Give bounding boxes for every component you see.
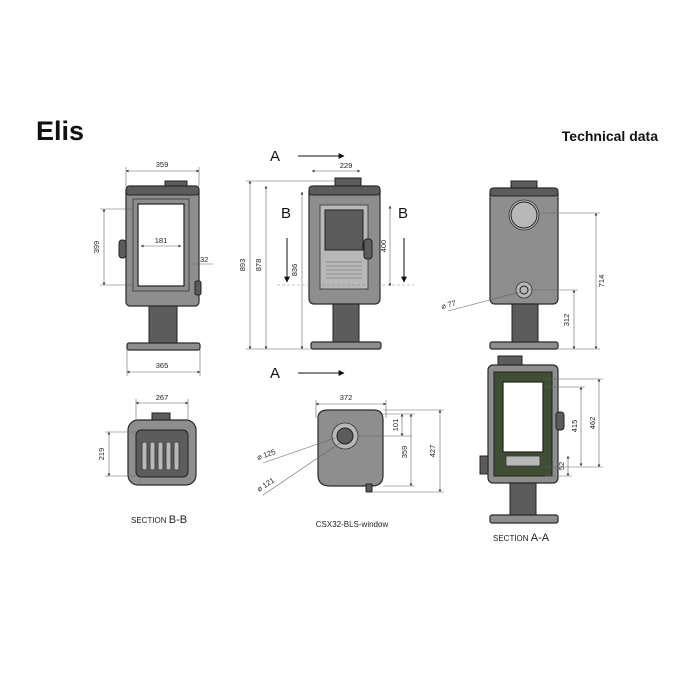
back-top: [489, 187, 559, 197]
dim-door-height: 399: [92, 241, 101, 254]
side-firebox: [324, 209, 364, 251]
caption-section-aa: SECTION A-A: [493, 532, 550, 544]
base-plate: [126, 342, 201, 351]
top-control: [365, 483, 373, 493]
aa-grate: [505, 455, 541, 467]
dim-base-width: 365: [156, 361, 169, 370]
aa-pedestal: [509, 482, 537, 518]
dim-flue-diameter-121: ⌀ 121: [255, 476, 276, 494]
dim-top-depth-427: 427: [428, 445, 437, 458]
bb-grate: [141, 441, 180, 471]
caption-section-bb: SECTION B-B: [131, 514, 187, 526]
dim-top-offset-101: 101: [391, 419, 400, 432]
aa-air-inlet: [479, 455, 489, 475]
dim-back-height: 714: [597, 275, 606, 288]
door-glass: [137, 203, 185, 287]
back-flue-outlet: [508, 199, 540, 231]
dim-height-878: 878: [254, 259, 263, 272]
back-base-plate: [489, 341, 559, 350]
dim-aa-height-52: 52: [557, 462, 566, 470]
dim-aa-height-415: 415: [570, 420, 579, 433]
marker-b-left: B: [281, 205, 291, 222]
side-grill: [326, 261, 362, 279]
dim-inlet-diameter: ⌀ 77: [440, 298, 457, 311]
back-pedestal: [511, 303, 539, 345]
pedestal: [148, 305, 178, 345]
front-view: 359 399 181 32 365: [92, 160, 213, 376]
dim-top-width: 372: [340, 393, 353, 402]
door-frame: [132, 198, 190, 292]
marker-a-top: A: [270, 148, 280, 165]
dim-height-400: 400: [379, 240, 388, 253]
side-handle-icon: [363, 238, 373, 260]
back-air-inlet: [515, 281, 533, 299]
dim-height-836: 836: [290, 264, 299, 277]
door-handle-icon: [118, 239, 127, 259]
marker-a-bottom: A: [270, 365, 280, 382]
marker-b-right: B: [398, 205, 408, 222]
side-view: A 229 B B 893 878 836 400: [238, 148, 414, 350]
top-flue-inner: [336, 427, 354, 445]
back-air-inlet-ring: [519, 285, 529, 295]
section-aa-view: 462 415 52 SECTION A-A: [479, 355, 603, 544]
dim-aa-height-462: 462: [588, 417, 597, 430]
side-pedestal: [332, 303, 360, 345]
top-view: A 372 101 359 427 ⌀ 125 ⌀ 121 CSX32-BLS-…: [255, 365, 444, 529]
dim-bb-width: 267: [156, 393, 169, 402]
section-bb-view: 267 219 SECTION B-B: [97, 393, 197, 526]
aa-window: [502, 381, 544, 453]
dim-back-inlet-height: 312: [562, 314, 571, 327]
stove-top: [125, 185, 200, 196]
aa-handle-icon: [555, 411, 565, 431]
back-flue-ring: [510, 201, 538, 229]
dim-glass-width: 181: [155, 236, 168, 245]
dim-bb-depth: 219: [97, 448, 106, 461]
caption-top-view: CSX32-BLS-window: [316, 520, 389, 529]
dim-flue-diameter-125: ⌀ 125: [256, 447, 277, 462]
dim-top-depth-359: 359: [400, 446, 409, 459]
dim-flue-offset: 229: [340, 161, 353, 170]
aa-base-plate: [489, 514, 559, 524]
page-title: Elis: [36, 116, 85, 146]
side-top: [308, 185, 381, 196]
dim-total-height: 893: [238, 259, 247, 272]
side-base-plate: [310, 341, 382, 350]
air-control: [194, 280, 202, 296]
page-subtitle: Technical data: [561, 128, 658, 144]
dim-side-offset: 32: [200, 255, 208, 264]
back-view: 714 312 ⌀ 77: [440, 180, 606, 350]
dim-front-width: 359: [156, 160, 169, 169]
